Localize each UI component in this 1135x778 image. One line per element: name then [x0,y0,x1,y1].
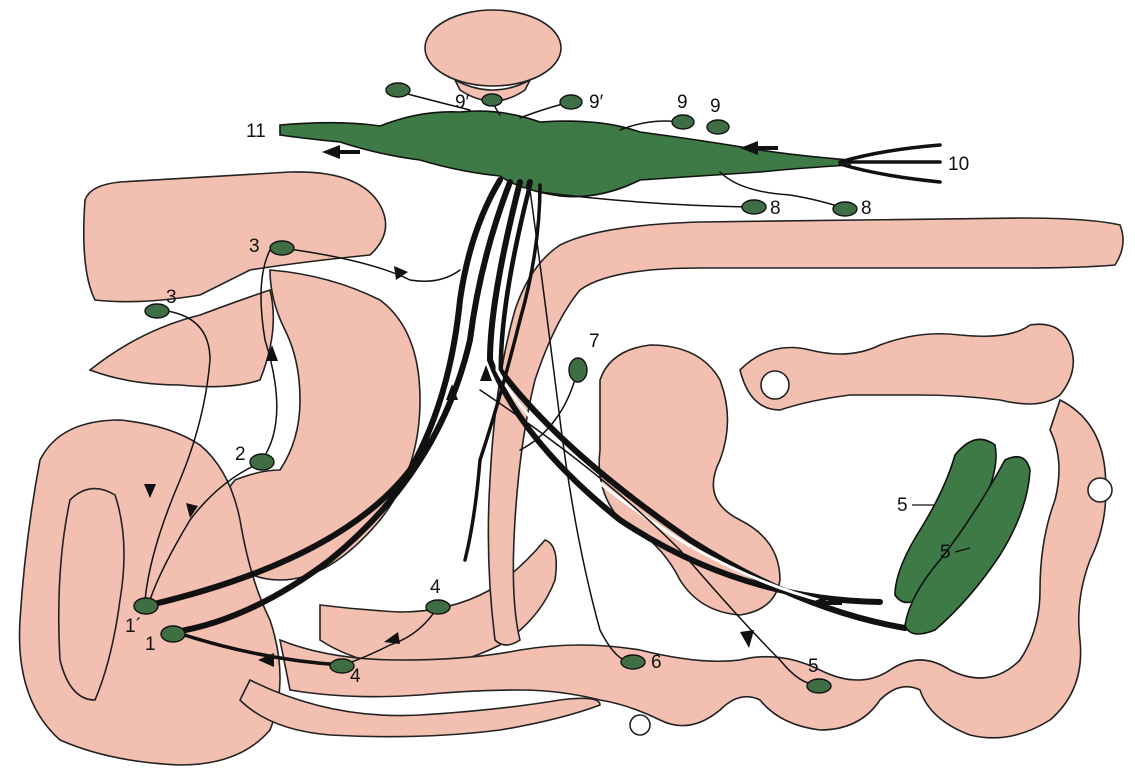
arrow [322,145,340,159]
nerve-10c [840,164,940,182]
label-5c: 5 [808,656,819,677]
top-organ [425,10,561,86]
ganglion-8b [833,202,857,216]
intestine-coil [1088,478,1112,502]
nerve-10a [840,145,940,162]
label-4b: 4 [350,666,361,687]
label-10: 10 [948,154,969,175]
stomach-fundus [90,290,273,387]
ganglion-2 [250,454,274,470]
intestine-coil [761,371,789,399]
label-5a: 5 [897,495,908,516]
ganglion-9prime-center [482,94,502,106]
label-1prime: 1´ [125,616,142,637]
ganglion-6 [621,655,645,669]
ganglion-9prime-right [560,95,582,109]
label-9b: 9 [710,96,721,117]
transverse-colon [488,218,1123,645]
ganglion-9a [672,115,694,129]
label-3-left: 3 [166,287,177,308]
arrow-shaft [338,150,360,154]
celiac-ganglion [280,111,850,197]
ganglion-3-top [270,241,294,255]
small-intestine-loop-2 [740,324,1073,410]
arrow [740,630,754,648]
label-8b: 8 [861,198,872,219]
label-9prime-left: 9′ [455,92,470,113]
arrow-shaft [824,601,842,605]
arrow-shaft [756,146,778,150]
label-4a: 4 [430,577,441,598]
label-8a: 8 [770,198,781,219]
ganglion-1 [161,626,185,642]
label-5b: 5 [940,542,951,563]
label-9a: 9 [677,92,688,113]
ganglion-8a [742,200,766,214]
ganglion-9b [707,120,729,134]
intestine-coil [630,715,650,735]
label-6: 6 [651,652,662,673]
label-11: 11 [246,121,266,142]
nerve-to-8b [720,172,843,208]
ganglion-1prime [134,598,158,614]
label-9prime-right: 9′ [589,92,604,113]
label-1: 1 [145,634,156,655]
label-2: 2 [235,444,246,465]
ganglion-7 [569,358,587,382]
ganglion-4-upper [426,600,450,614]
liver [84,172,386,302]
ganglion-5-small [807,679,831,693]
label-7: 7 [589,331,600,352]
label-3-top: 3 [249,236,260,257]
ganglion-9prime-left [386,83,410,97]
